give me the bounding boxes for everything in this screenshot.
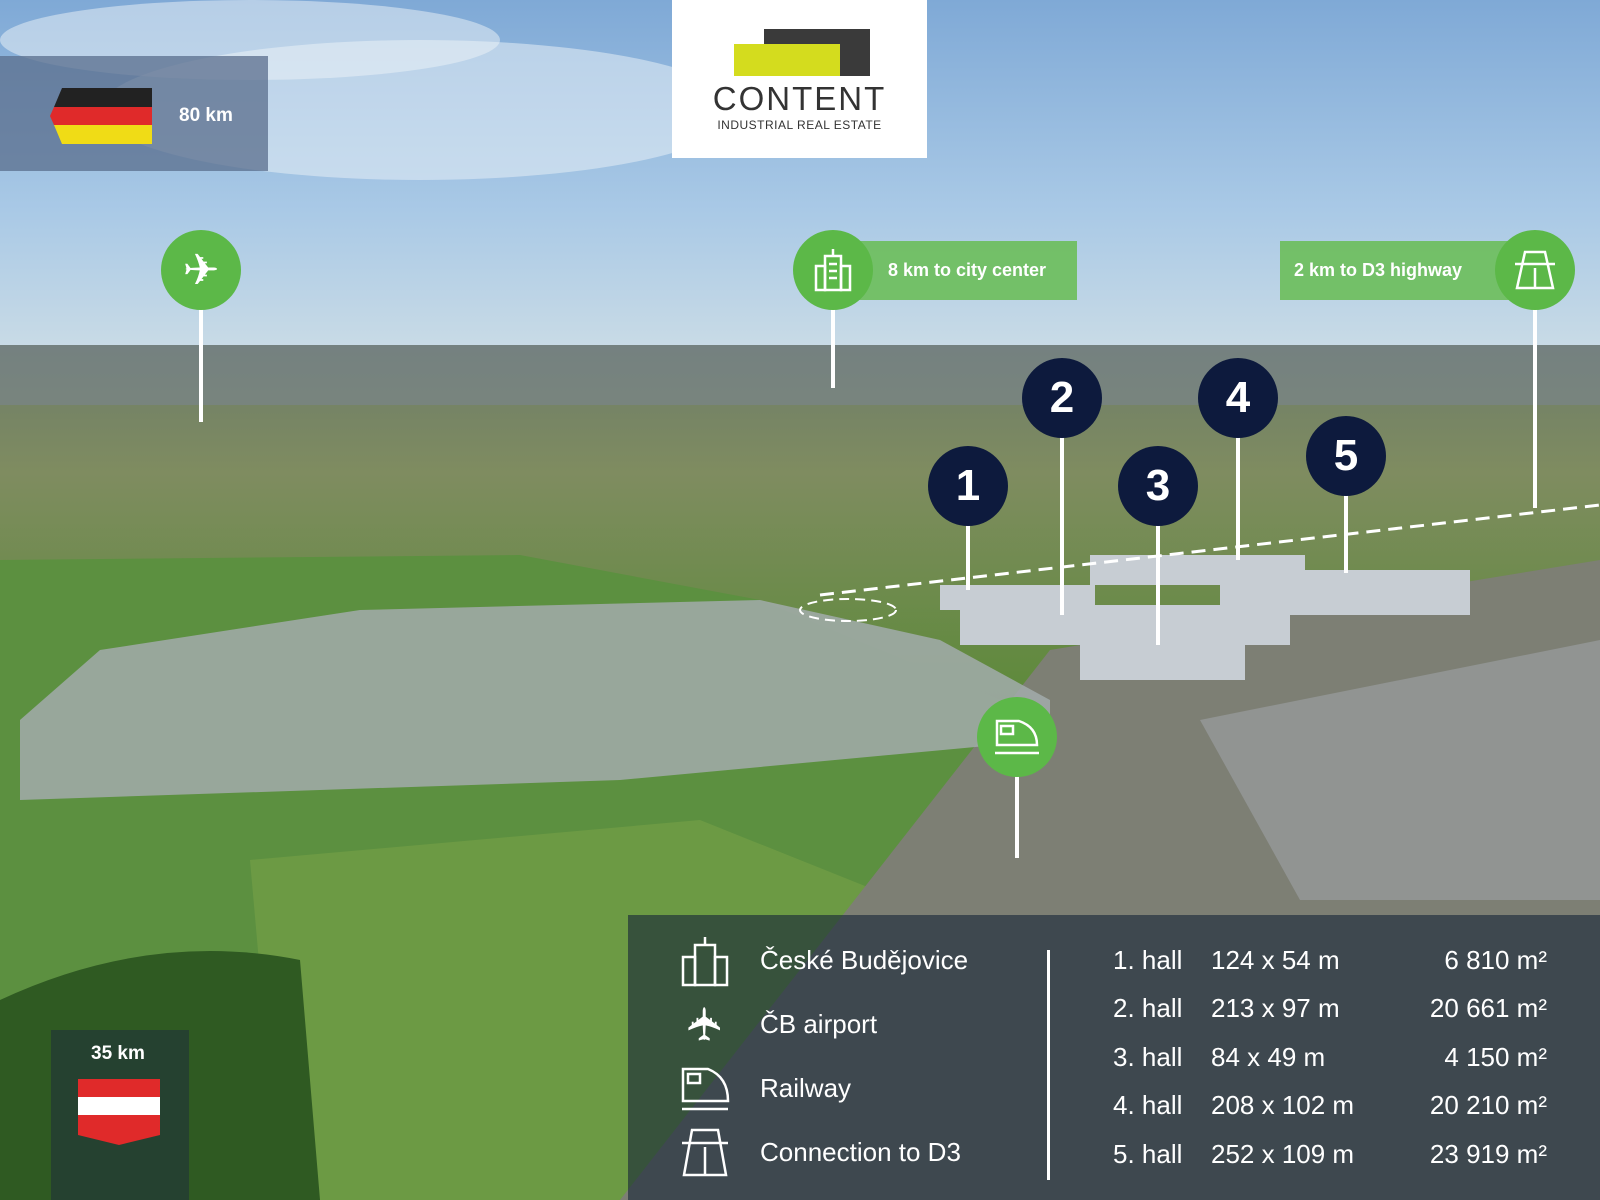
train-icon	[995, 719, 1039, 755]
airplane-icon: ✈	[679, 1004, 731, 1044]
info-panel: České Budějovice ✈ ČB airport Railway Co…	[628, 915, 1600, 1200]
hall-marker-4[interactable]: 4	[1198, 358, 1278, 438]
hall-dims: 124 x 54 m	[1211, 945, 1340, 975]
highway-distance-label: 2 km to D3 highway	[1280, 241, 1520, 300]
hall-marker-3[interactable]: 3	[1118, 446, 1198, 526]
hall-dims: 252 x 109 m	[1211, 1139, 1355, 1169]
legend-airport: ČB airport	[760, 1009, 878, 1039]
hall-name: 3. hall	[1113, 1042, 1183, 1072]
city-building-icon	[814, 249, 852, 292]
city-pin-stem	[831, 300, 835, 388]
hall-name: 2. hall	[1113, 993, 1183, 1023]
hall-dims: 213 x 97 m	[1211, 993, 1340, 1023]
hall-marker-5[interactable]: 5	[1306, 416, 1386, 496]
hall-3-stem	[1156, 520, 1160, 645]
highway-pin-stem	[1533, 300, 1537, 508]
hall-name: 1. hall	[1113, 945, 1183, 975]
city-building-icon	[681, 937, 729, 987]
legend-city: České Budějovice	[760, 945, 969, 975]
highway-icon	[682, 1128, 728, 1177]
airport-pin[interactable]: ✈	[161, 230, 241, 310]
germany-flag-icon	[50, 88, 152, 144]
hall-name: 5. hall	[1113, 1139, 1183, 1169]
highway-pin[interactable]	[1495, 230, 1575, 310]
germany-distance-badge: 80 km	[0, 56, 268, 171]
content-logo: CONTENT INDUSTRIAL REAL ESTATE	[672, 0, 927, 158]
hall-area: 4 150 m²	[1444, 1042, 1547, 1072]
austria-distance-badge: 35 km	[51, 1030, 189, 1200]
hall-2-stem	[1060, 430, 1064, 615]
hall-name: 4. hall	[1113, 1090, 1183, 1120]
hall-area: 23 919 m²	[1429, 1139, 1547, 1169]
railway-pin[interactable]	[977, 697, 1057, 777]
hall-dims: 84 x 49 m	[1211, 1042, 1326, 1072]
hall-marker-2[interactable]: 2	[1022, 358, 1102, 438]
austria-distance: 35 km	[91, 1043, 145, 1064]
airplane-icon: ✈	[182, 245, 220, 295]
austria-flag-icon	[78, 1079, 160, 1145]
train-icon	[681, 1067, 730, 1111]
hall-marker-1[interactable]: 1	[928, 446, 1008, 526]
highway-icon	[1515, 250, 1555, 290]
hall-area: 20 210 m²	[1429, 1090, 1547, 1120]
hall-1-stem	[966, 520, 970, 590]
airport-pin-stem	[199, 300, 203, 422]
hall-area: 20 661 m²	[1429, 993, 1547, 1023]
logo-wordmark: CONTENT	[712, 80, 887, 117]
legend-highway: Connection to D3	[760, 1137, 961, 1167]
city-distance-label: 8 km to city center	[850, 241, 1077, 300]
hall-4-stem	[1236, 430, 1240, 560]
railway-pin-stem	[1015, 767, 1019, 858]
germany-distance: 80 km	[179, 105, 233, 126]
hall-5-stem	[1344, 490, 1348, 573]
panel-divider	[1047, 950, 1050, 1180]
hall-area: 6 810 m²	[1444, 945, 1547, 975]
logo-tagline: INDUSTRIAL REAL ESTATE	[717, 118, 882, 132]
city-pin[interactable]	[793, 230, 873, 310]
legend-railway: Railway	[760, 1073, 852, 1103]
hall-dims: 208 x 102 m	[1211, 1090, 1355, 1120]
